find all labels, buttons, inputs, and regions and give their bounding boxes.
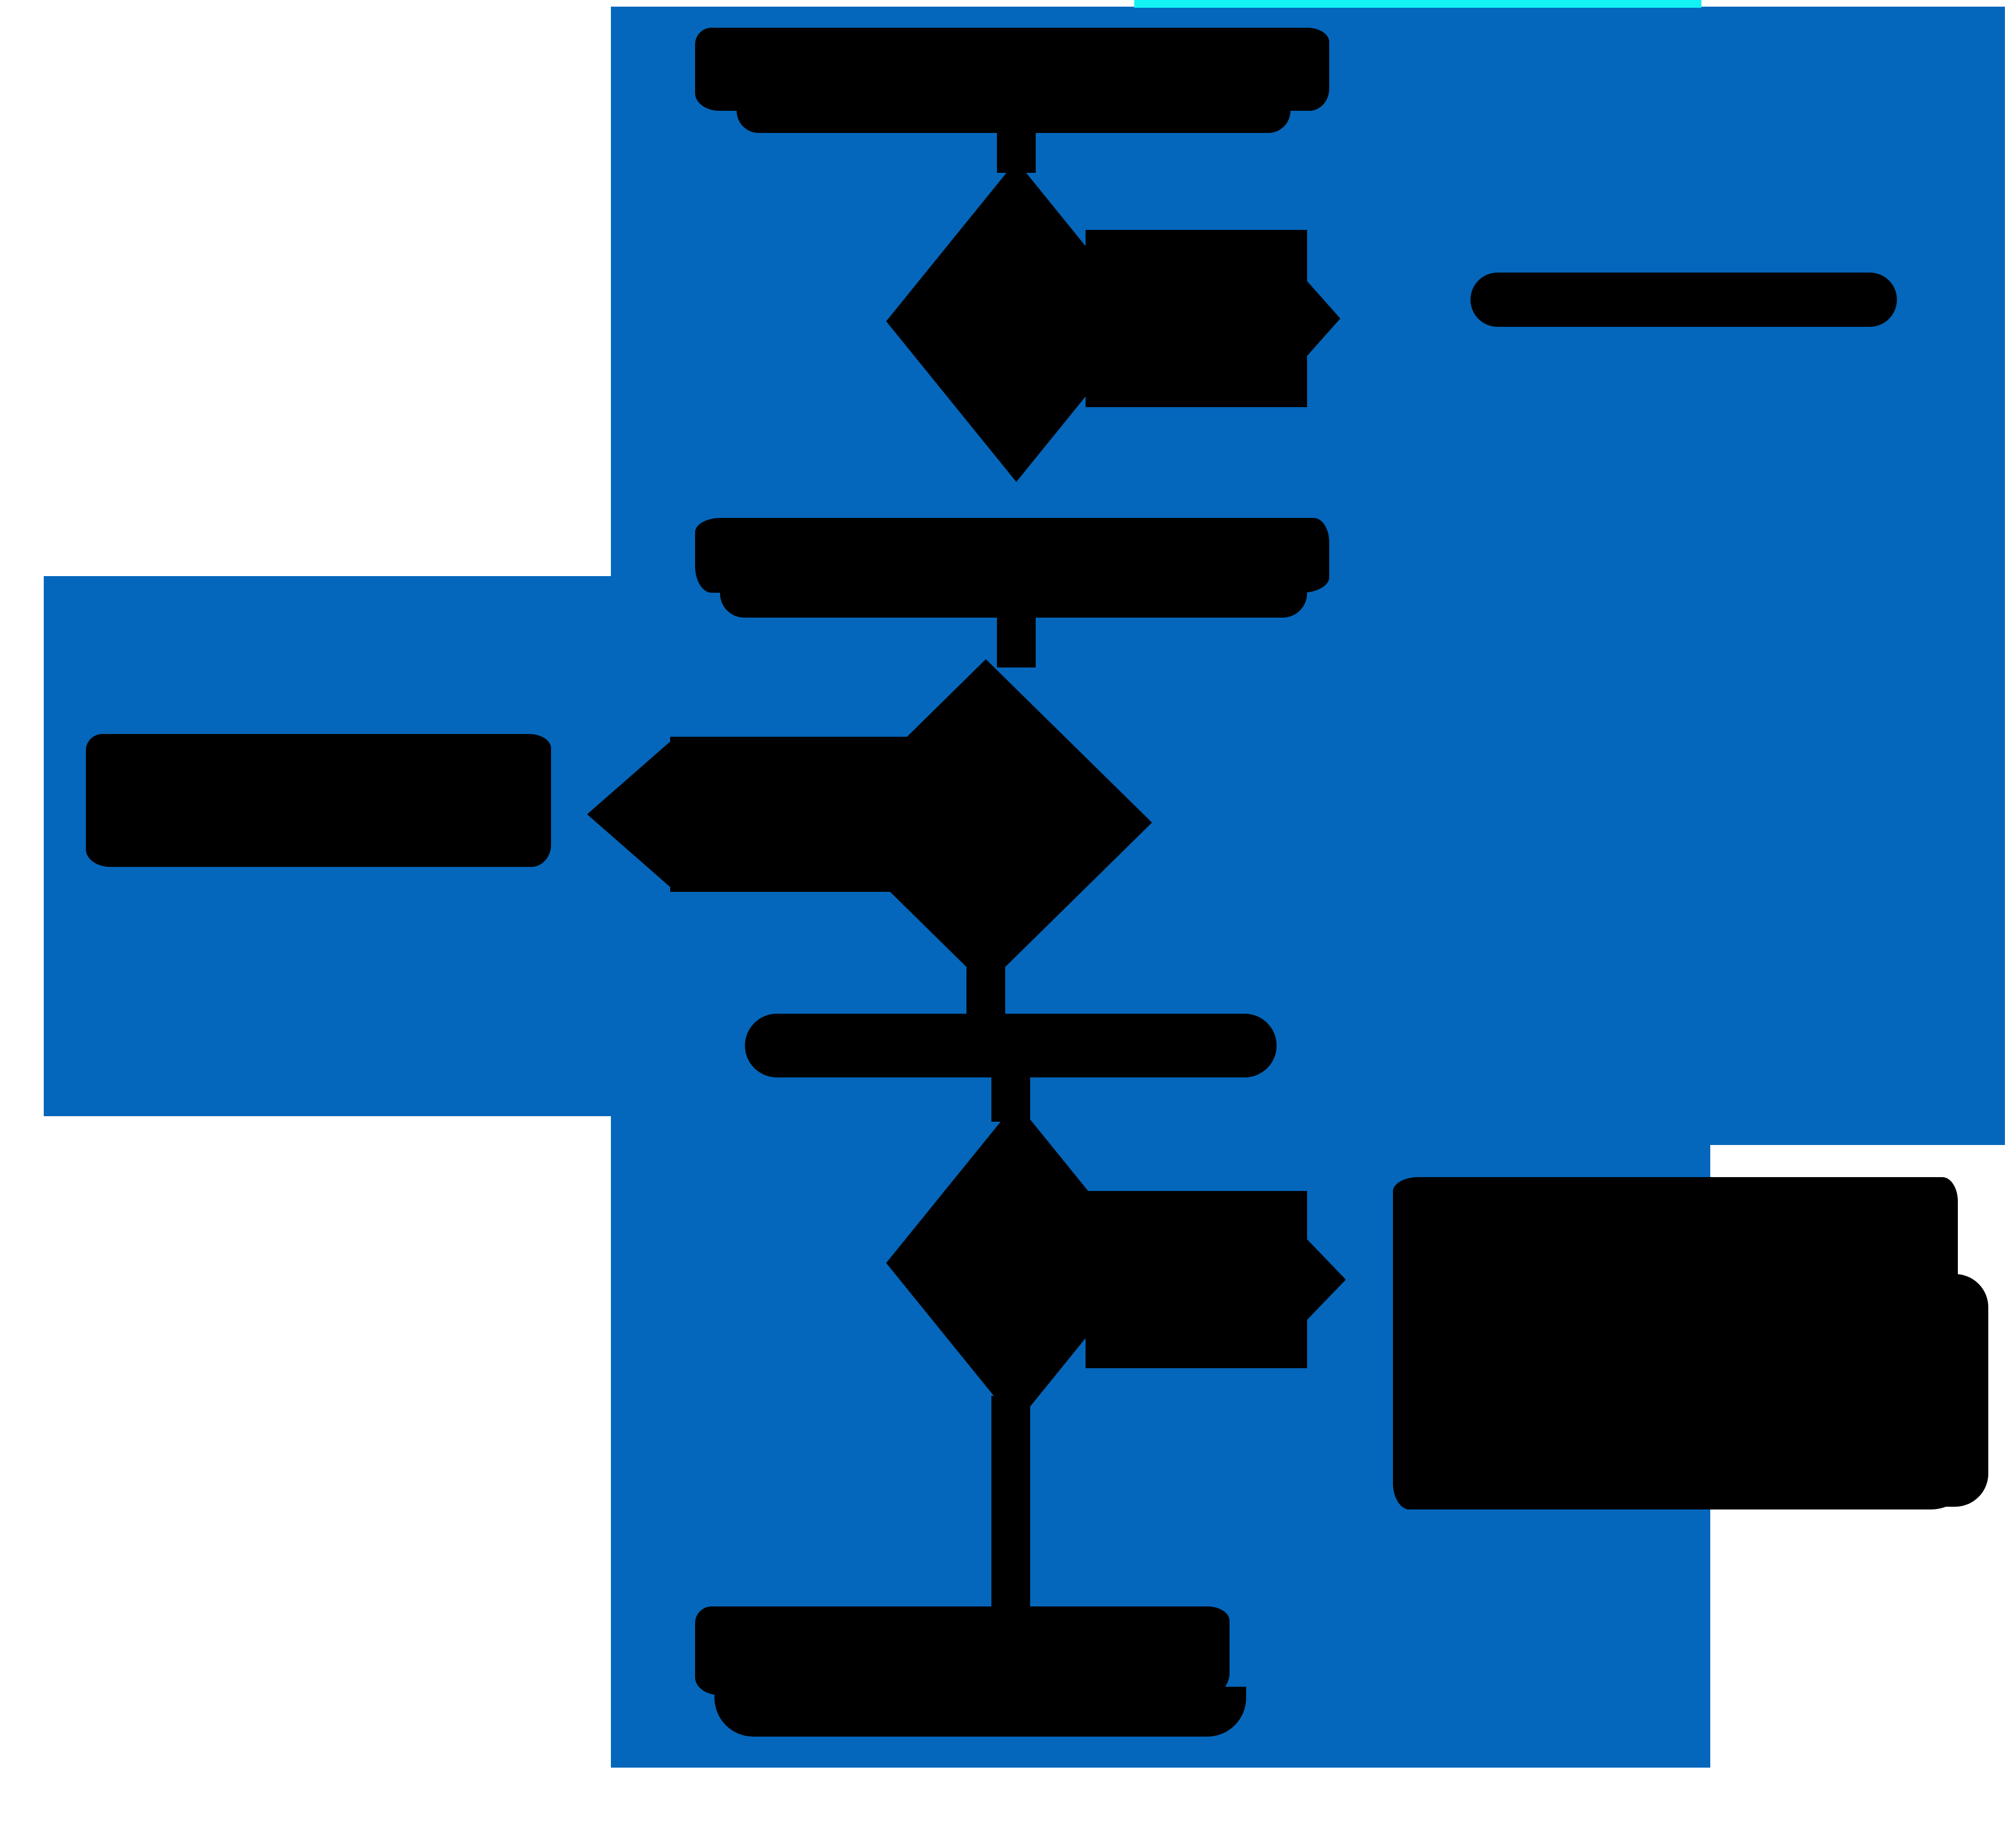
- branch-label-right-1[interactable]: [1470, 273, 1897, 327]
- connector-d2-to-s2: [670, 737, 1058, 892]
- connector-d3-to-s3: [1086, 1191, 1307, 1368]
- process-box-3[interactable]: [745, 1014, 1277, 1077]
- process-box-2[interactable]: [695, 518, 1329, 593]
- connector-d3-to-n4: [991, 1396, 1030, 1612]
- connector-d1-to-s1: [1086, 230, 1307, 407]
- connector-d2-to-n3: [966, 956, 1005, 1019]
- branch-box-left-1[interactable]: [86, 734, 551, 867]
- connector-n2-to-d2: [997, 612, 1036, 667]
- process-box-1[interactable]: [695, 28, 1329, 111]
- branch-box-right-2-overflow: [1656, 1274, 1988, 1507]
- terminator-box[interactable]: [695, 1606, 1230, 1695]
- top-accent-strip: [1134, 0, 1701, 8]
- terminator-box-tail: [714, 1687, 1246, 1737]
- process-box-1-tail: [737, 102, 1290, 133]
